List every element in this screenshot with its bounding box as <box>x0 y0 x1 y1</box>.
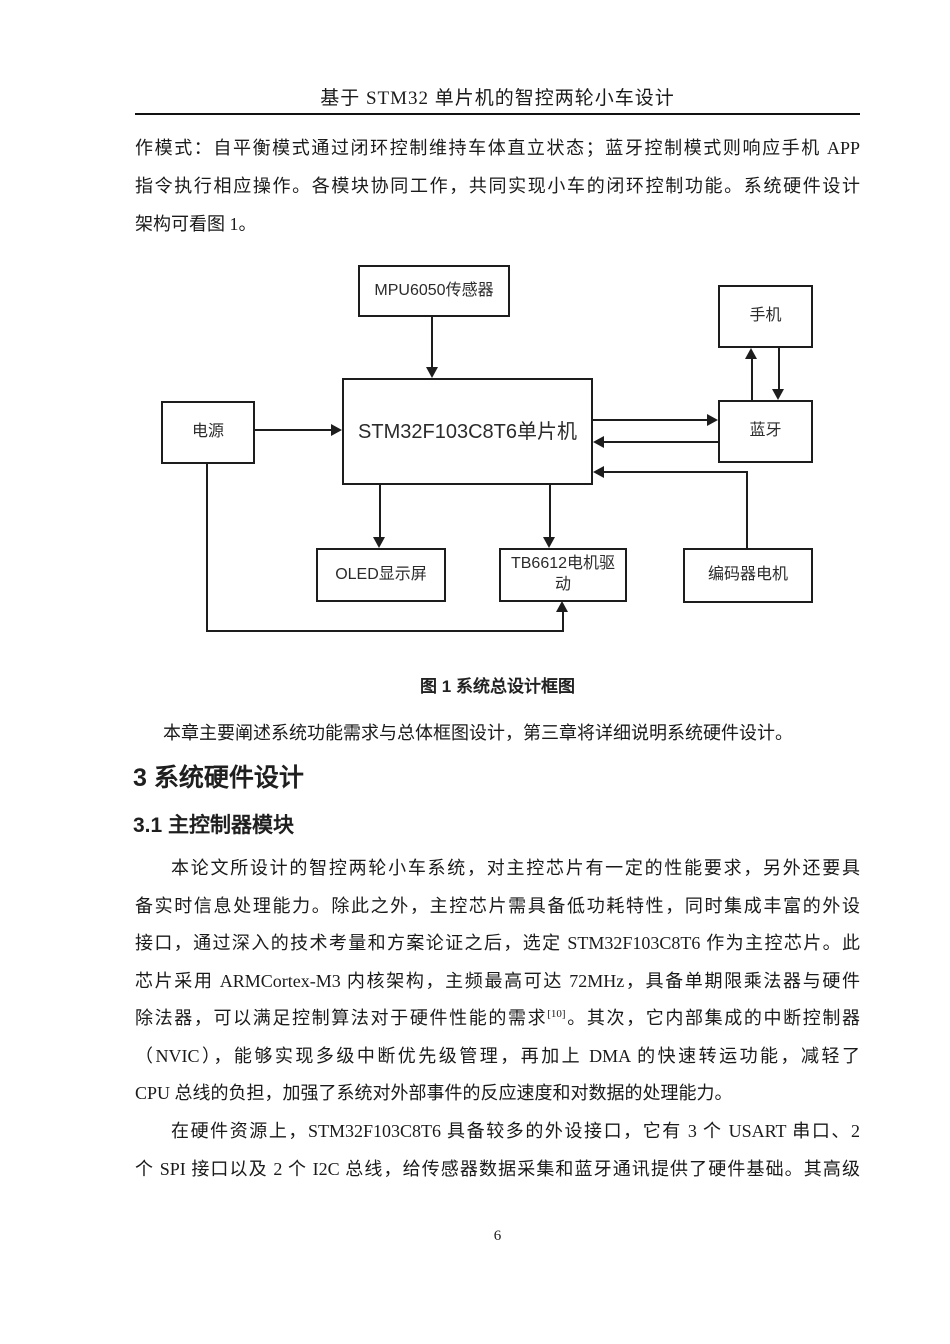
arrowhead-encoder-to-mcu <box>593 466 604 478</box>
page-number: 6 <box>493 1228 502 1244</box>
connector-mcu-to-oled <box>379 485 381 537</box>
connector-mcu-to-bluetooth <box>593 419 707 421</box>
para1-line-1: 本论文所设计的智控两轮小车系统，对主控芯片有一定的性能要求，另外还要具 <box>171 858 860 878</box>
intro-line-3: 架构可看图 1。 <box>135 214 257 234</box>
arrowhead-bluetooth-to-mcu <box>593 436 604 448</box>
arrowhead-power-to-motor-driver <box>556 601 568 612</box>
connector-power-to-motor-driver <box>562 611 564 632</box>
para1-line5-text: 除法器，可以满足控制算法对于硬件性能的需求 <box>135 1008 548 1028</box>
para2-line-1: 在硬件资源上，STM32F103C8T6 具备较多的外设接口，它有 3 个 US… <box>171 1121 860 1141</box>
para1-line-5: 除法器，可以满足控制算法对于硬件性能的需求[10]。其次，它内部集成的中断控制器 <box>135 1000 860 1038</box>
summary-line: 本章主要阐述系统功能需求与总体框图设计，第三章将详细说明系统硬件设计。 <box>163 723 793 743</box>
paragraph-1: 本论文所设计的智控两轮小车系统，对主控芯片有一定的性能要求，另外还要具 备实时信… <box>135 850 860 1113</box>
diagram-box-power: 电源 <box>161 401 255 464</box>
arrowhead-mcu-to-bluetooth <box>707 414 718 426</box>
running-head-rule <box>135 113 860 115</box>
connector-power-down <box>206 464 208 632</box>
diagram-box-mcu: STM32F103C8T6单片机 <box>342 378 593 485</box>
arrowhead-mpu-to-mcu <box>426 367 438 378</box>
diagram-box-phone: 手机 <box>718 285 813 348</box>
para1-line-3: 接口，通过深入的技术考量和方案论证之后，选定 STM32F103C8T6 作为主… <box>135 933 860 953</box>
figure-caption: 图 1 系统总设计框图 <box>420 677 575 696</box>
arrowhead-mcu-to-motor-driver <box>543 537 555 548</box>
connector-bluetooth-to-phone <box>751 359 753 400</box>
intro-line-2: 指令执行相应操作。各模块协同工作，共同实现小车的闭环控制功能。系统硬件设计 <box>135 176 860 196</box>
para1-line-2: 备实时信息处理能力。除此之外，主控芯片需具备低功耗特性，同时集成丰富的外设 <box>135 895 860 916</box>
section-heading: 3 系统硬件设计 <box>133 764 304 792</box>
intro-line-1: 作模式：自平衡模式通过闭环控制维持车体直立状态；蓝牙控制模式则响应手机 APP <box>135 138 860 158</box>
citation-10: [10] <box>547 1008 566 1020</box>
running-head-title: 基于 STM32 单片机的智控两轮小车设计 <box>320 88 675 109</box>
diagram-box-oled: OLED显示屏 <box>316 548 446 602</box>
subsection-heading: 3.1 主控制器模块 <box>133 814 295 837</box>
connector-power-bottom <box>206 630 564 632</box>
diagram-box-motor-driver: TB6612电机驱动 <box>499 548 627 602</box>
intro-paragraph: 作模式：自平衡模式通过闭环控制维持车体直立状态；蓝牙控制模式则响应手机 APP … <box>135 129 860 243</box>
system-block-diagram: MPU6050传感器 手机 电源 STM32F103C8T6单片机 蓝牙 OLE… <box>130 255 840 650</box>
diagram-box-bluetooth: 蓝牙 <box>718 400 813 463</box>
arrowhead-phone-to-bluetooth <box>772 389 784 400</box>
arrowhead-power-to-mcu <box>331 424 342 436</box>
connector-power-to-mcu <box>255 429 332 431</box>
connector-encoder-riser <box>746 472 748 548</box>
para1-line-7: CPU 总线的负担，加强了系统对外部事件的反应速度和对数据的处理能力。 <box>135 1083 733 1103</box>
para2-line-2: 个 SPI 接口以及 2 个 I2C 总线，给传感器数据采集和蓝牙通讯提供了硬件… <box>135 1158 860 1179</box>
connector-mcu-to-motor-driver <box>549 485 551 537</box>
connector-bluetooth-to-mcu <box>604 441 718 443</box>
diagram-box-mpu6050: MPU6050传感器 <box>358 265 510 317</box>
arrowhead-mcu-to-oled <box>373 537 385 548</box>
para1-line-6: （NVIC），能够实现多级中断优先级管理，再加上 DMA 的快速转运功能，减轻了 <box>135 1045 860 1066</box>
connector-phone-to-bluetooth <box>778 348 780 389</box>
para1-line-4: 芯片采用 ARMCortex-M3 内核架构，主频最高可达 72MHz，具备单期… <box>135 970 860 991</box>
connector-encoder-to-mcu <box>604 471 748 473</box>
diagram-box-encoder-motor: 编码器电机 <box>683 548 813 603</box>
paragraph-2: 在硬件资源上，STM32F103C8T6 具备较多的外设接口，它有 3 个 US… <box>135 1113 860 1188</box>
para1-line5-text-after: 。其次，它内部集成的中断控制器 <box>565 1008 861 1028</box>
connector-mpu-to-mcu <box>431 317 433 368</box>
arrowhead-bluetooth-to-phone <box>745 348 757 359</box>
